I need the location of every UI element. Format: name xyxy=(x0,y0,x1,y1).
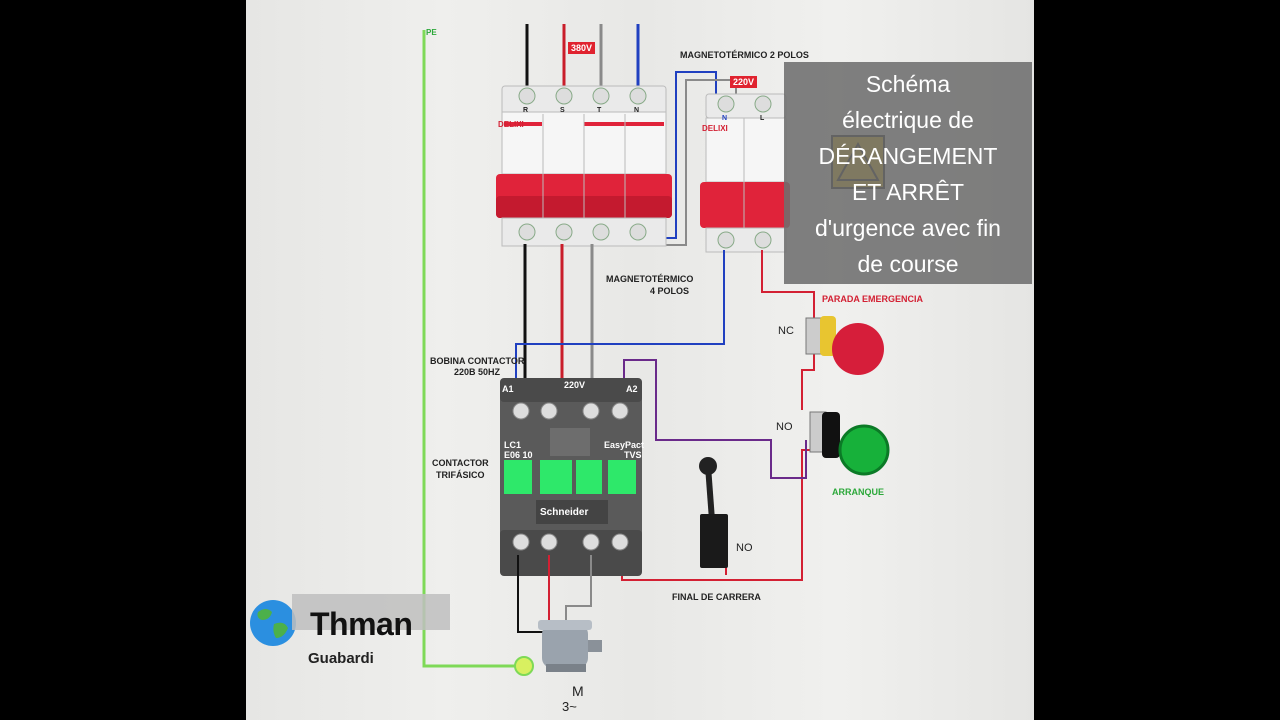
overlay-line-2: électrique de xyxy=(842,107,974,133)
arranque-label: ARRANQUE xyxy=(832,487,885,497)
globe-icon xyxy=(250,600,296,646)
bobina-label-line2: 220B 50HZ xyxy=(454,367,501,377)
wire-hold xyxy=(623,359,807,479)
parada-label: PARADA EMERGENCIA xyxy=(822,294,924,304)
channel-brand: Thman Guabardi xyxy=(250,594,452,667)
ground-symbol xyxy=(514,656,534,676)
brand-plate: Thman Guabardi xyxy=(292,594,450,667)
terminal-2p-l: L xyxy=(760,115,765,122)
emergency-stop-button xyxy=(805,316,884,375)
wire-coil-a1 xyxy=(515,250,725,390)
overlay-line-1: Schéma xyxy=(865,71,951,97)
final-carrera-label: FINAL DE CARRERA xyxy=(672,592,761,602)
a2-label: A2 xyxy=(626,384,638,394)
start-button xyxy=(809,411,890,476)
motor-phase-label: 3~ xyxy=(562,699,577,714)
nc-label: NC xyxy=(778,325,794,337)
overlay-line-5: d'urgence avec fin xyxy=(815,215,1001,241)
terminal-2p-n: N xyxy=(722,115,728,122)
pe-wire xyxy=(422,30,526,668)
voltage-220-badge: 220V xyxy=(730,76,758,88)
magneto-2p-label: MAGNETOTÉRMICO 2 POLOS xyxy=(680,50,809,60)
terminal-s: S xyxy=(560,107,565,114)
motor-label: M xyxy=(572,683,584,699)
contactor-model-line2: E06 10 xyxy=(504,450,533,460)
title-overlay: Schéma électrique de DÉRANGEMENT ET ARRÊ… xyxy=(784,62,1032,284)
motor-wire-1 xyxy=(517,555,544,633)
no-start-label: NO xyxy=(776,421,793,433)
breaker-4p-brand: DELIXI xyxy=(498,120,524,129)
wire-l-stop xyxy=(761,250,815,320)
a1-label: A1 xyxy=(502,384,514,394)
motor-wire-3 xyxy=(565,555,592,626)
pe-label: PE xyxy=(426,28,437,37)
overlay-line-3: DÉRANGEMENT xyxy=(818,143,998,169)
wire-stop-start xyxy=(801,350,815,410)
contactor-model-line1: LC1 xyxy=(504,440,522,450)
wiring-diagram xyxy=(422,24,890,676)
limit-switch xyxy=(699,457,728,568)
magneto-4p-label-line1: MAGNETOTÉRMICO xyxy=(606,274,694,284)
coil-voltage-label: 220V xyxy=(564,380,586,390)
contactor-label-line2: TRIFÁSICO xyxy=(436,470,485,480)
breaker-2-pole xyxy=(700,93,790,253)
contactor-label-line1: CONTACTOR xyxy=(432,458,489,468)
breaker-2p-brand: DELIXI xyxy=(702,124,728,133)
contactor xyxy=(500,378,642,576)
channel-name: Thman xyxy=(310,606,413,642)
overlay-line-4: ET ARRÊT xyxy=(851,179,965,205)
magneto-4p-label-line2: 4 POLOS xyxy=(650,286,690,296)
terminal-r: R xyxy=(523,107,529,114)
voltage-380-badge: 380V xyxy=(568,42,596,54)
terminal-t: T xyxy=(597,107,602,114)
breaker-4-pole xyxy=(496,85,672,247)
contactor-series-line1: EasyPact xyxy=(604,440,645,450)
terminal-n: N xyxy=(634,107,640,114)
no-limit-label: NO xyxy=(736,542,753,554)
overlay-line-6: de course xyxy=(857,251,959,277)
bobina-label-line1: BOBINA CONTACTOR xyxy=(430,356,525,366)
channel-subtitle: Guabardi xyxy=(308,650,374,667)
motor xyxy=(538,620,602,672)
contactor-brand: Schneider xyxy=(540,507,589,518)
contactor-series-line2: TVS xyxy=(624,450,642,460)
